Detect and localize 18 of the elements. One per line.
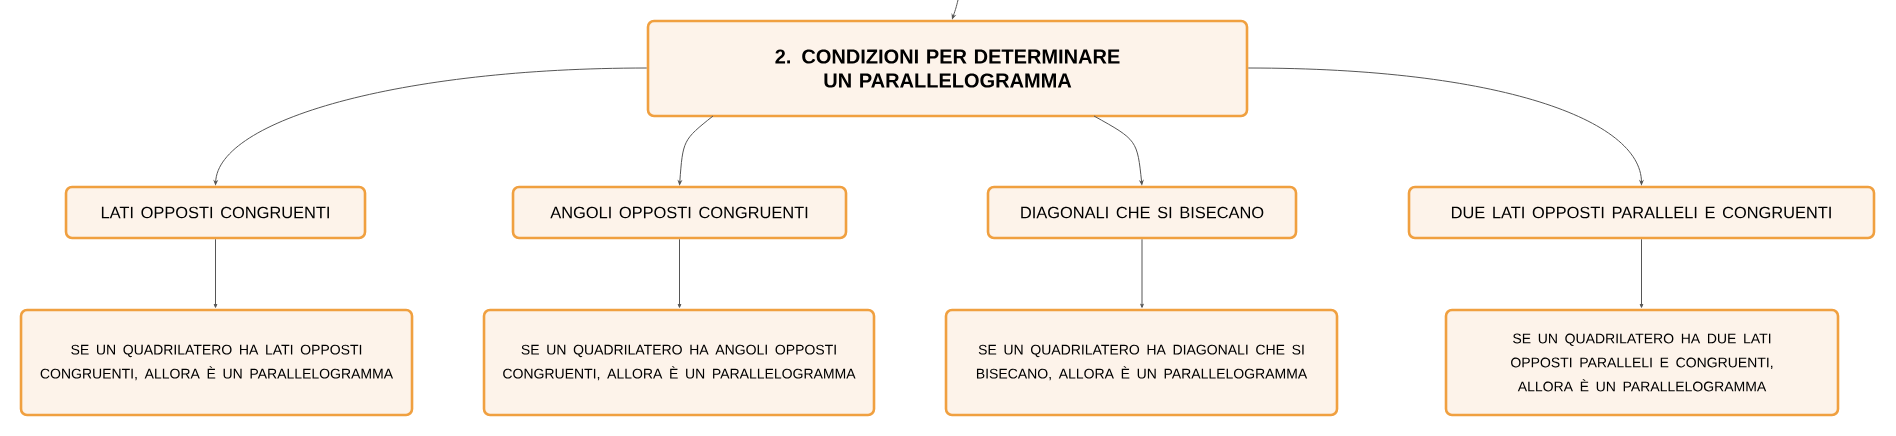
rule-box: SE UN QUADRILATERO HA DUE LATI OPPOSTI PARALLELI E CONGRUENTI, ALLORA È UN PARALLELOGRAMMA	[1444, 308, 1840, 417]
connector	[213, 67, 648, 185]
connector	[1093, 115, 1144, 185]
connector	[1140, 238, 1144, 308]
title-box: 2. CONDIZIONI PER DETERMINARE UN PARALLELOGRAMMA	[646, 19, 1249, 118]
connector	[677, 238, 682, 308]
connector	[951, 0, 959, 19]
topic-box: DUE LATI OPPOSTI PARALLELI E CONGRUENTI	[1407, 185, 1876, 240]
topic-box: ANGOLI OPPOSTI CONGRUENTI	[511, 185, 848, 240]
topic-box: DIAGONALI CHE SI BISECANO	[986, 185, 1298, 240]
rule-box: SE UN QUADRILATERO HA DIAGONALI CHE SI BISECANO, ALLORA È UN PARALLELOGRAMMA	[944, 308, 1339, 417]
topic-box: LATI OPPOSTI CONGRUENTI	[64, 185, 367, 240]
rule-box: SE UN QUADRILATERO HA LATI OPPOSTI CONGRUENTI, ALLORA È UN PARALLELOGRAMMA	[19, 308, 414, 417]
connector	[678, 115, 714, 185]
connector	[213, 238, 218, 308]
connector	[1247, 67, 1644, 185]
rule-box: SE UN QUADRILATERO HA ANGOLI OPPOSTI CONGRUENTI, ALLORA È UN PARALLELOGRAMMA	[482, 308, 876, 417]
connector	[1639, 238, 1644, 308]
